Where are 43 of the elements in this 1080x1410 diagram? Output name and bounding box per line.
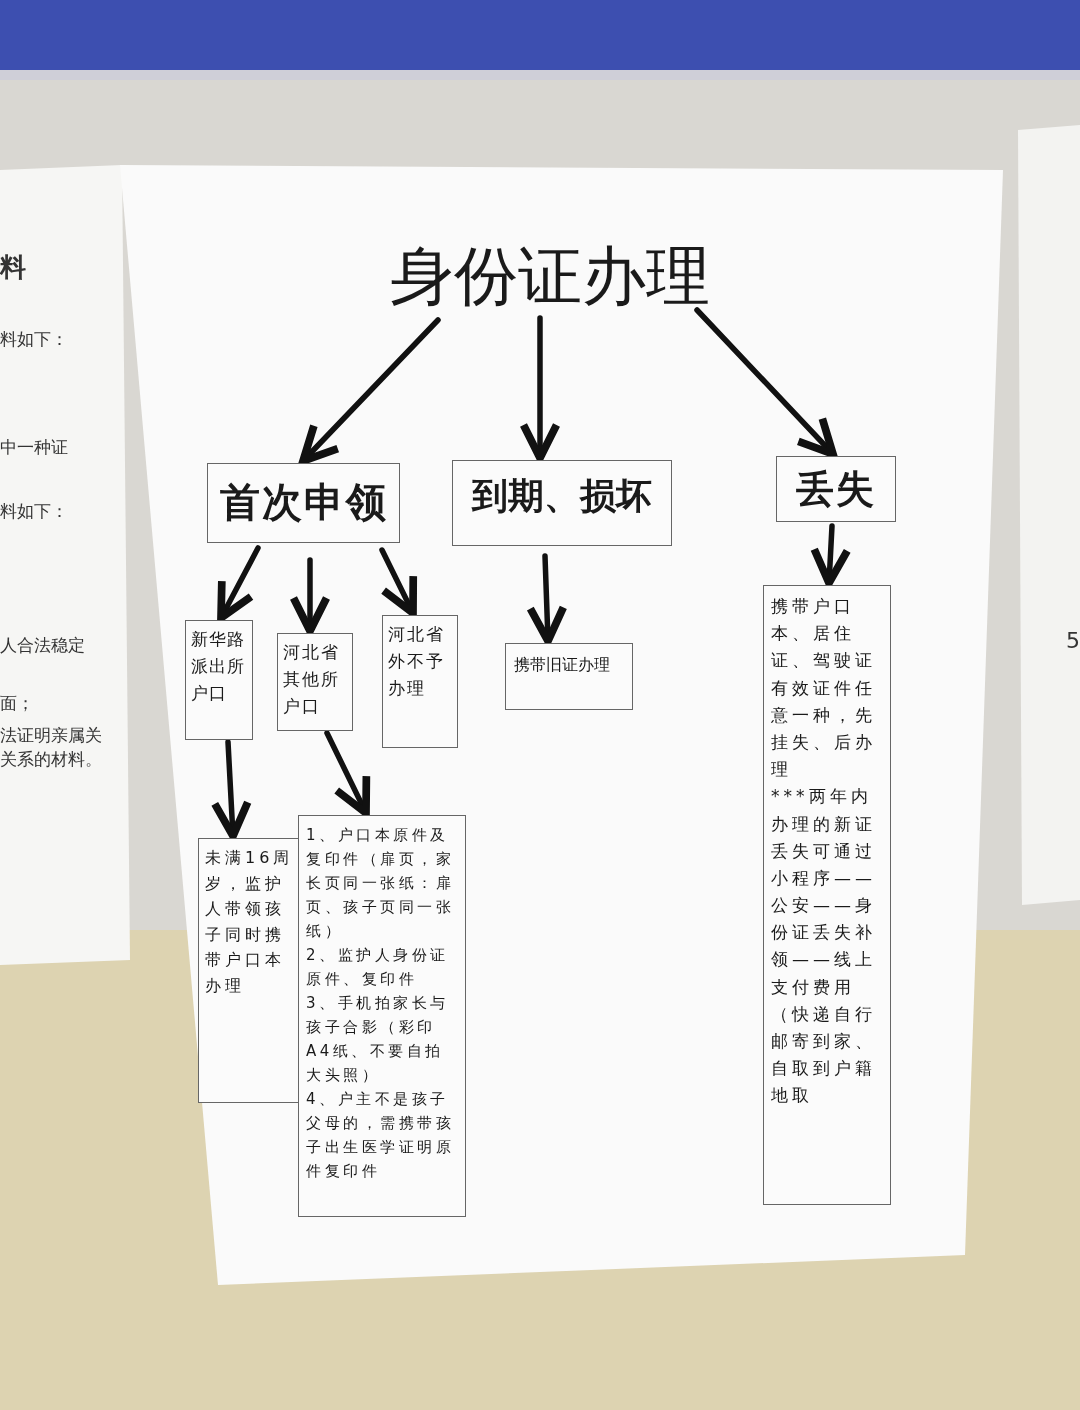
list-item: 2、监护人身份证原件、复印件: [306, 945, 450, 990]
process-box: [452, 460, 672, 546]
list-item: 1、户口本原件及复印件（扉页，家长页同一张纸：扉页、孩子页同一张纸）: [306, 825, 455, 942]
process-box: [207, 463, 400, 543]
note-text: 中一种证: [0, 436, 68, 459]
arrow: [289, 557, 331, 635]
box-text: 河北省其他所户口: [283, 641, 341, 719]
list-item: 携带户口本、居住证、驾驶证有效证件任意一种，先挂失、后办理: [771, 595, 877, 782]
note-text: 料如下：: [0, 500, 68, 523]
box-text: 首次申领: [218, 478, 389, 527]
box-text: 未满16周岁，监护人带领孩子同时携带户口本办理: [205, 847, 295, 997]
arrow: [379, 547, 418, 617]
process-box: [505, 643, 633, 710]
box-text: 携带旧证办理: [514, 654, 611, 676]
arrow: [217, 545, 261, 622]
heading-text: 料: [0, 251, 26, 284]
process-box: [277, 633, 353, 731]
note-text: 5: [1066, 628, 1080, 653]
note-text: 人合法稳定: [0, 634, 85, 657]
note-text: 料如下：: [0, 328, 68, 351]
list-item: 4、户主不是孩子父母的，需携带孩子出生医学证明原件复印件: [306, 1089, 455, 1182]
title-text: 身份证办理: [390, 238, 710, 318]
process-box: [382, 615, 458, 748]
box-text: 河北省外不予办理: [388, 623, 446, 701]
arrow: [810, 523, 852, 587]
box-text: 新华路派出所户口: [191, 628, 246, 706]
process-box: [763, 585, 891, 1205]
arrow: [324, 730, 371, 817]
list-item: ***两年内办理的新证丢失可通过小程序——公安——身份证丢失补领——线上支付费用（快递自行邮寄到家、自取到户籍地取: [771, 785, 877, 1108]
arrow: [526, 553, 568, 645]
process-box: [776, 456, 896, 522]
box-text: 到期、损坏: [470, 474, 653, 518]
arrow: [299, 317, 441, 465]
arrow: [694, 307, 837, 458]
box-text: 丢失: [795, 466, 877, 513]
arrow: [210, 739, 252, 840]
note-text: 关系的材料。: [0, 748, 102, 771]
note-text: 法证明亲属关: [0, 724, 102, 747]
process-box: [298, 815, 466, 1217]
process-box: [185, 620, 253, 740]
note-text: 面；: [0, 692, 34, 715]
list-item: 3、手机拍家长与孩子合影（彩印A4纸、不要自拍大头照）: [306, 993, 450, 1086]
arrow: [519, 315, 561, 462]
